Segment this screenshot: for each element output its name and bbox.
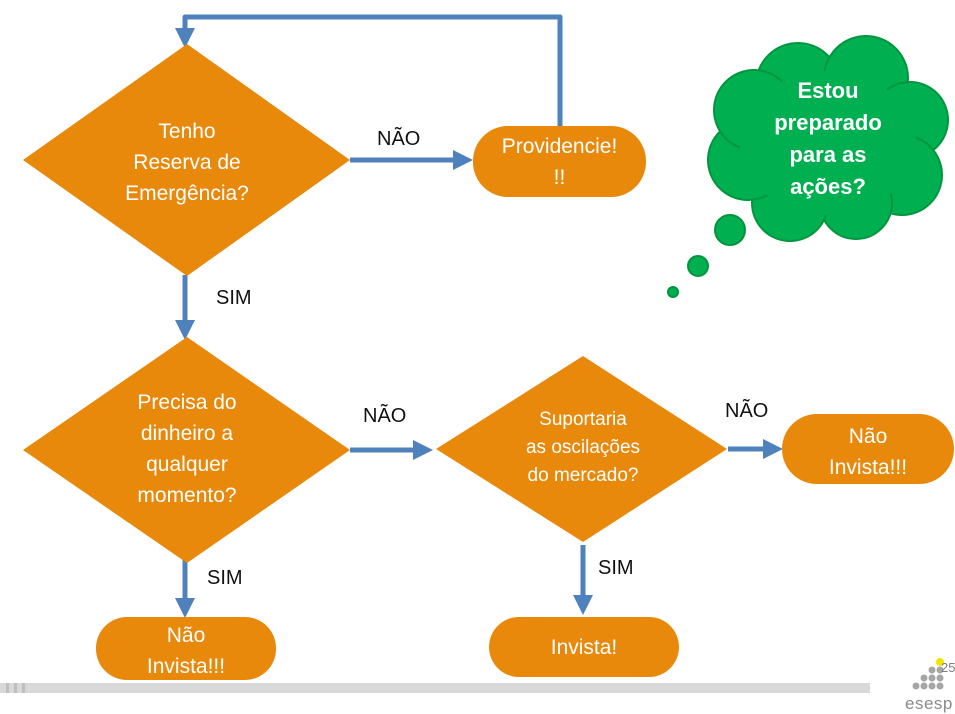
dot-grid-logo-icon [912,658,944,690]
terminal-invista-shape [489,617,679,677]
edge-label-sim-2: SIM [207,567,243,589]
thought-bubble-small [667,286,679,298]
thought-cloud-text: Estou preparado para as ações? [774,78,882,199]
edge-label-nao-2: NÃO [363,405,407,427]
edge-label-nao-3: NÃO [725,400,769,422]
edge-label-nao-1: NÃO [377,128,421,150]
page-number: 25 [941,660,955,675]
edge-label-sim-1: SIM [216,287,252,309]
decision-reserva-shape [23,44,350,276]
decision-precisa-shape [23,337,350,563]
thought-bubble-medium [687,255,709,277]
terminal-providencie-shape [473,126,646,197]
terminal-nao-invista-right-shape [782,414,954,484]
connector-loop-back [175,14,563,126]
thought-bubble-large [714,214,746,246]
thought-cloud-shape [707,35,949,242]
logo-text: esesp [905,694,953,713]
edge-label-sim-3: SIM [598,557,634,579]
decision-suportaria-shape [436,356,727,542]
terminal-nao-invista-bottom-shape [96,617,276,680]
footer-bar [0,683,870,693]
